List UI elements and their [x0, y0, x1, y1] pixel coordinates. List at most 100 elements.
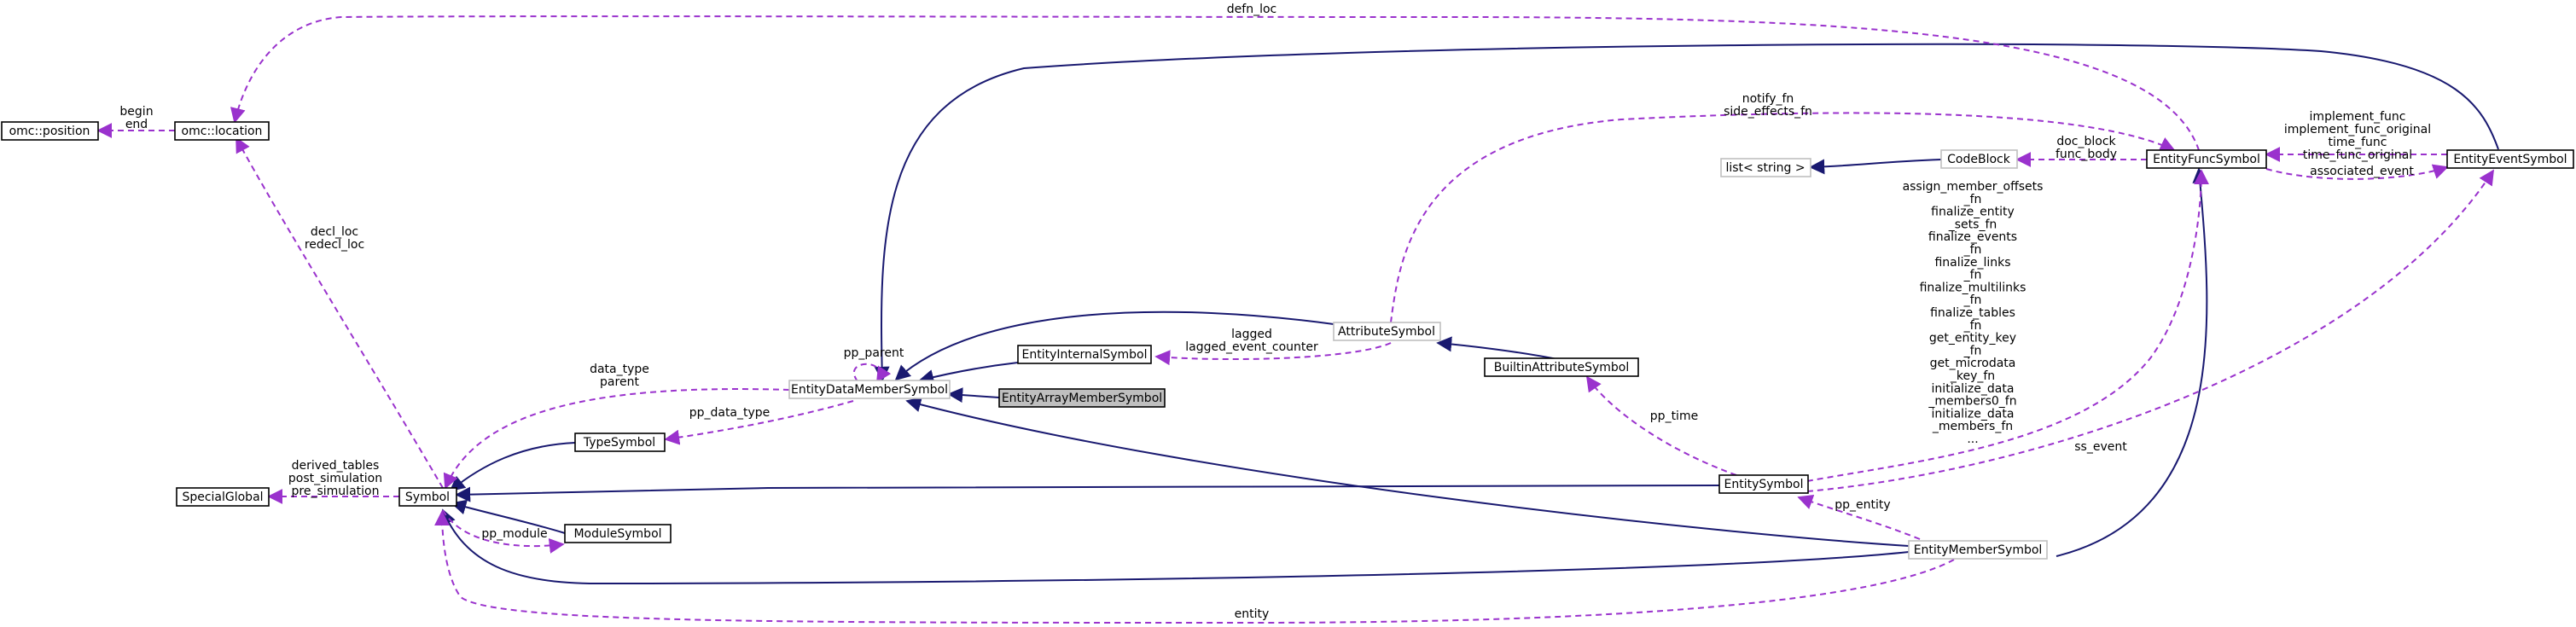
- node-type-symbol[interactable]: TypeSymbol: [574, 433, 666, 452]
- node-entity-member-symbol[interactable]: EntityMemberSymbol: [1908, 540, 2048, 560]
- node-label-entity-array-member-symbol: EntityArrayMemberSymbol: [1002, 392, 1162, 405]
- edge-entitymembersymbol-to-symbol: [440, 508, 1910, 585]
- label-assign-line: get_microdata: [1930, 357, 2016, 370]
- node-code-block[interactable]: CodeBlock: [1940, 149, 2018, 169]
- node-special-global[interactable]: SpecialGlobal: [176, 487, 270, 507]
- edge-symbol-to-specialglobal: derived_tables post_simulation pre_simul…: [267, 459, 399, 504]
- node-omc-location[interactable]: omc::location: [174, 121, 270, 141]
- node-omc-position[interactable]: omc::position: [1, 121, 99, 141]
- label-associated-event: associated_event: [2310, 165, 2414, 178]
- node-module-symbol[interactable]: ModuleSymbol: [564, 524, 672, 543]
- node-label-entity-data-member-symbol: EntityDataMemberSymbol: [791, 383, 948, 397]
- edge-funcsymbol-to-codeblock: doc_block func_body: [2015, 135, 2147, 167]
- node-label-omc-location: omc::location: [182, 125, 263, 138]
- label-post-simulation: post_simulation: [288, 472, 382, 485]
- edge-attribute-to-datamember: [894, 311, 1335, 381]
- node-label-type-symbol: TypeSymbol: [583, 436, 655, 450]
- node-label-builtin-attribute-symbol: BuiltinAttributeSymbol: [1494, 361, 1629, 374]
- label-assign-line: finalize_entity: [1931, 206, 2015, 219]
- node-label-omc-position: omc::position: [9, 125, 90, 138]
- label-data-type: data_type: [590, 363, 649, 376]
- label-begin: begin: [119, 105, 153, 119]
- node-entity-symbol[interactable]: EntitySymbol: [1718, 474, 1809, 494]
- label-side-effects-fn: side_effects_fn: [1724, 105, 1812, 119]
- edge-entitysymbol-to-symbol: [455, 485, 1720, 502]
- edge-internal-to-datamember: [918, 362, 1019, 385]
- label-pp-data-type: pp_data_type: [689, 406, 770, 420]
- edge-datamember-to-eventsymbol: [874, 43, 2499, 382]
- node-symbol[interactable]: Symbol: [398, 487, 457, 507]
- node-label-code-block: CodeBlock: [1947, 153, 2011, 166]
- node-label-entity-symbol: EntitySymbol: [1724, 478, 1803, 491]
- edge-symbol-to-modulesymbol: pp_module: [442, 509, 565, 554]
- label-pp-parent: pp_parent: [844, 346, 904, 360]
- label-func-body: func_body: [2056, 148, 2117, 161]
- label-end: end: [125, 118, 148, 131]
- label-assign-line: _fn: [1963, 193, 1982, 206]
- edge-datamember-to-typesymbol: pp_data_type: [664, 400, 854, 445]
- label-assign-line: finalize_tables: [1930, 306, 2015, 320]
- label-assign-line: _fn: [1963, 344, 1982, 357]
- node-label-entity-func-symbol: EntityFuncSymbol: [2153, 153, 2260, 166]
- label-pp-entity: pp_entity: [1835, 498, 1890, 512]
- label-redecl-loc: redecl_loc: [305, 238, 364, 252]
- label-implement-func: implement_func: [2310, 110, 2406, 124]
- edge-array-to-datamember: [947, 387, 1000, 403]
- node-entity-array-member-symbol[interactable]: EntityArrayMemberSymbol: [998, 388, 1166, 408]
- edge-entitysymbol-to-eventsymbol: ss_event: [1806, 169, 2494, 492]
- label-assign-line: finalize_multilinks: [1920, 281, 2026, 294]
- edge-attribute-to-internal: lagged lagged_event_counter: [1154, 328, 1392, 366]
- label-doc-block: doc_block: [2056, 135, 2116, 148]
- node-attribute-symbol[interactable]: AttributeSymbol: [1333, 322, 1441, 341]
- node-label-list-string: list< string >: [1725, 161, 1805, 175]
- assign-member-labels: assign_member_offsets_fnfinalize_entity_…: [1903, 180, 2044, 446]
- label-time-func-original: time_func_original: [2303, 148, 2412, 162]
- label-decl-loc: decl_loc: [311, 225, 358, 239]
- edge-builtin-to-attribute: [1436, 336, 1562, 361]
- edge-entitysymbol-to-funcsymbol: assign_member_offsets_fnfinalize_entity_…: [1806, 169, 2209, 482]
- edge-funcsymbol-to-location: defn_loc: [230, 3, 2200, 151]
- label-assign-line: finalize_links: [1934, 256, 2010, 270]
- label-assign-line: _members0_fn: [1928, 395, 2016, 409]
- label-assign-line: ...: [1967, 433, 1978, 446]
- node-list-string[interactable]: list< string >: [1720, 158, 1811, 177]
- label-pp-time: pp_time: [1650, 409, 1698, 423]
- edge-attribute-to-funcsymbol: notify_fn side_effects_fn: [1390, 92, 2176, 323]
- node-label-module-symbol: ModuleSymbol: [573, 527, 661, 541]
- label-assign-line: initialize_data: [1932, 382, 2015, 396]
- node-label-special-global: SpecialGlobal: [182, 491, 263, 504]
- edge-location-to-position: begin end: [96, 105, 175, 138]
- edge-modulesymbol-to-symbol: [451, 499, 566, 534]
- node-entity-internal-symbol[interactable]: EntityInternalSymbol: [1017, 345, 1152, 364]
- label-defn-loc: defn_loc: [1227, 3, 1276, 16]
- label-lagged: lagged: [1231, 328, 1272, 341]
- label-assign-line: _fn: [1963, 293, 1982, 307]
- label-derived-tables: derived_tables: [292, 459, 380, 473]
- node-label-symbol: Symbol: [405, 491, 450, 504]
- node-builtin-attribute-symbol[interactable]: BuiltinAttributeSymbol: [1484, 357, 1639, 377]
- edge-datamember-to-membersymbol: [905, 397, 1910, 547]
- label-assign-line: get_entity_key: [1929, 332, 2016, 345]
- label-assign-line: _sets_fn: [1948, 218, 1997, 231]
- node-label-entity-event-symbol: EntityEventSymbol: [2453, 153, 2567, 166]
- label-pre-simulation: pre_simulation: [292, 485, 380, 498]
- label-assign-line: initialize_data: [1932, 407, 2015, 421]
- node-label-entity-member-symbol: EntityMemberSymbol: [1914, 543, 2043, 557]
- label-parent: parent: [600, 375, 639, 389]
- label-pp-module: pp_module: [481, 527, 547, 541]
- node-label-attribute-symbol: AttributeSymbol: [1338, 325, 1435, 339]
- edge-symbol-to-location: decl_loc redecl_loc: [236, 136, 444, 489]
- node-entity-event-symbol[interactable]: EntityEventSymbol: [2446, 149, 2574, 169]
- node-entity-func-symbol[interactable]: EntityFuncSymbol: [2146, 149, 2267, 169]
- edge-funcsymbol-to-membersymbol: [2056, 167, 2208, 557]
- label-assign-line: _fn: [1963, 243, 1982, 257]
- edge-datamember-self: pp_parent: [844, 346, 904, 383]
- edge-codeblock-to-liststring: [1809, 159, 1942, 175]
- label-assign-line: _members_fn: [1932, 420, 2013, 433]
- label-implement-func-original: implement_func_original: [2284, 123, 2431, 136]
- edge-funcsymbol-to-eventsymbol: associated_event: [2265, 164, 2449, 180]
- node-entity-data-member-symbol[interactable]: EntityDataMemberSymbol: [788, 380, 951, 399]
- edge-membersymbol-to-entitysymbol: pp_entity: [1797, 494, 1921, 540]
- edge-eventsymbol-to-funcsymbol: implement_func implement_func_original t…: [2265, 110, 2447, 162]
- label-entity: entity: [1235, 607, 1270, 621]
